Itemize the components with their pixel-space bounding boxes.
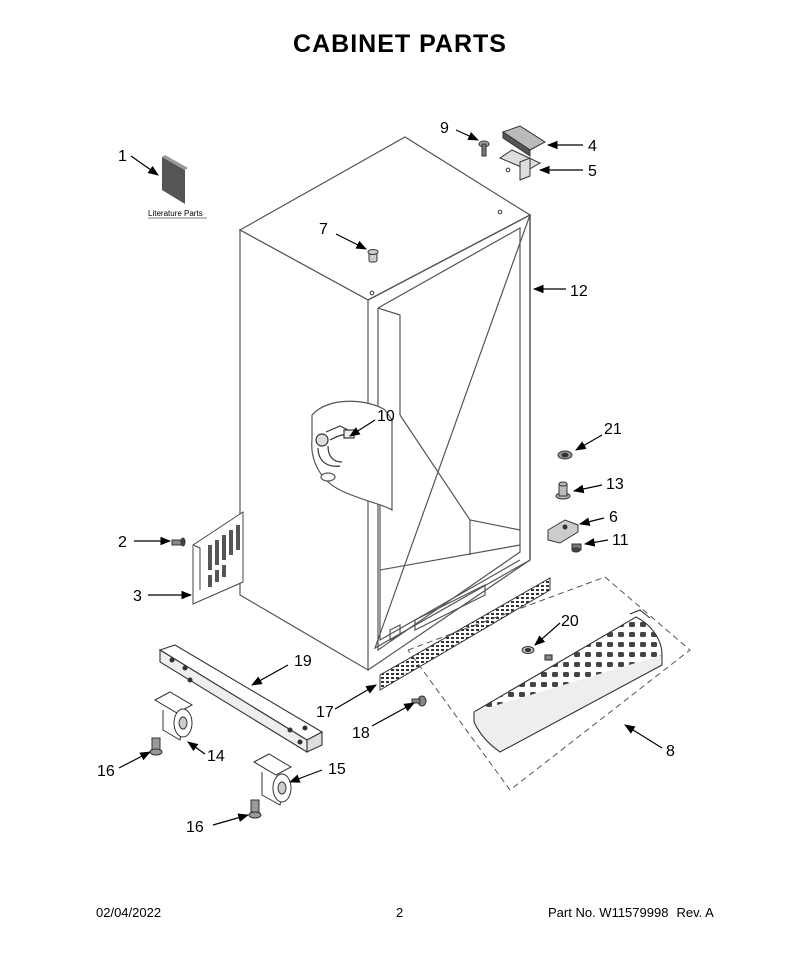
top-hinge-cover [501, 125, 546, 157]
bracket-screw [571, 543, 582, 553]
cabinet-body [238, 136, 532, 672]
grille-screw [411, 695, 427, 707]
callout-21: 21 [604, 421, 622, 438]
callout-6: 6 [609, 509, 618, 526]
callout-13: 13 [606, 476, 624, 493]
caster-rail [158, 644, 324, 753]
panel-screw [171, 537, 186, 547]
base-grille [473, 609, 663, 753]
callout-10: 10 [377, 408, 395, 425]
bottom-hinge-bracket [547, 519, 579, 544]
callout-4: 4 [588, 138, 597, 155]
callout-16a: 16 [97, 763, 115, 780]
callout-20: 20 [561, 613, 579, 630]
footer-date: 02/04/2022 [96, 905, 162, 920]
caster-bolt-b [248, 799, 262, 819]
hinge-bracket [498, 149, 542, 181]
footer-part-info: Part No. W11579998 Rev. A [548, 905, 714, 920]
callout-5: 5 [588, 163, 597, 180]
callout-3: 3 [133, 588, 142, 605]
drain-recess [311, 400, 393, 512]
drain-tube [315, 425, 355, 467]
top-plug [367, 249, 379, 263]
callout-12: 12 [570, 283, 588, 300]
callout-15: 15 [328, 761, 346, 778]
caster-front [153, 691, 194, 741]
callout-7: 7 [319, 221, 328, 238]
callout-14: 14 [207, 748, 225, 765]
toe-grille [379, 577, 551, 691]
callout-19: 19 [294, 653, 312, 670]
caster-bolt-a [149, 737, 163, 756]
hinge-pin [555, 481, 571, 500]
footer-part-number: Part No. W11579998 [548, 905, 669, 920]
base-grille-outline [407, 576, 691, 791]
hinge-screw [478, 140, 490, 157]
callout-16b: 16 [186, 819, 204, 836]
literature-parts-label: Literature Parts [148, 209, 203, 218]
rear-vent-panel [192, 511, 244, 605]
leader-lines [118, 129, 663, 826]
callout-18: 18 [352, 725, 370, 742]
footer-page-number: 2 [396, 905, 404, 920]
callout-labels: 1 9 4 5 7 12 10 21 13 6 11 2 3 20 19 17 … [97, 120, 675, 836]
callout-8: 8 [666, 743, 675, 760]
grille-grommet [521, 646, 535, 654]
callout-9: 9 [440, 120, 449, 137]
caster-rear [252, 753, 293, 806]
literature-booklet: Literature Parts [148, 155, 207, 219]
footer-revision: Rev. A [676, 905, 714, 920]
callout-17: 17 [316, 704, 334, 721]
page-title: CABINET PARTS [293, 30, 507, 58]
callout-11: 11 [612, 532, 629, 549]
callout-1: 1 [118, 148, 127, 165]
callout-2: 2 [118, 534, 127, 551]
washer [557, 450, 573, 460]
